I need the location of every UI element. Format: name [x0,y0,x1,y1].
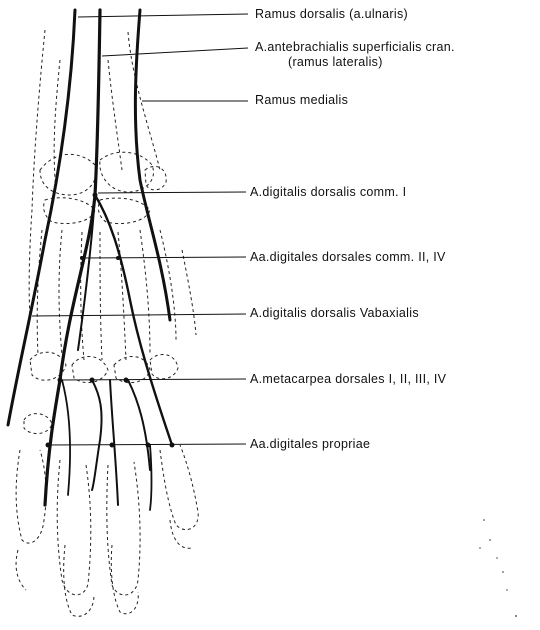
label-aa-digitales-comm: Aa.digitales dorsales comm. II, IV [250,250,446,264]
paper-specks [479,519,517,617]
junction-dots [46,193,175,448]
bone-outlines [16,30,198,616]
label-ramus-medialis: Ramus medialis [255,93,348,107]
arteries [8,10,172,510]
label-a-metacarpea: A.metacarpea dorsales I, II, III, IV [250,372,447,386]
label-a-antebrachialis-sub: (ramus lateralis) [288,55,383,69]
labels: Ramus dorsalis (a.ulnaris) A.antebrachia… [250,7,455,451]
label-a-digitalis-v: A.digitalis dorsalis Vabaxialis [250,306,419,320]
label-a-antebrachialis: A.antebrachialis superficialis cran. [255,40,455,54]
label-a-digitalis-comm-1: A.digitalis dorsalis comm. I [250,185,406,199]
label-ramus-dorsalis: Ramus dorsalis (a.ulnaris) [255,7,408,21]
label-aa-digitales-propriae: Aa.digitales propriae [250,437,370,451]
leader-lines [32,14,248,445]
